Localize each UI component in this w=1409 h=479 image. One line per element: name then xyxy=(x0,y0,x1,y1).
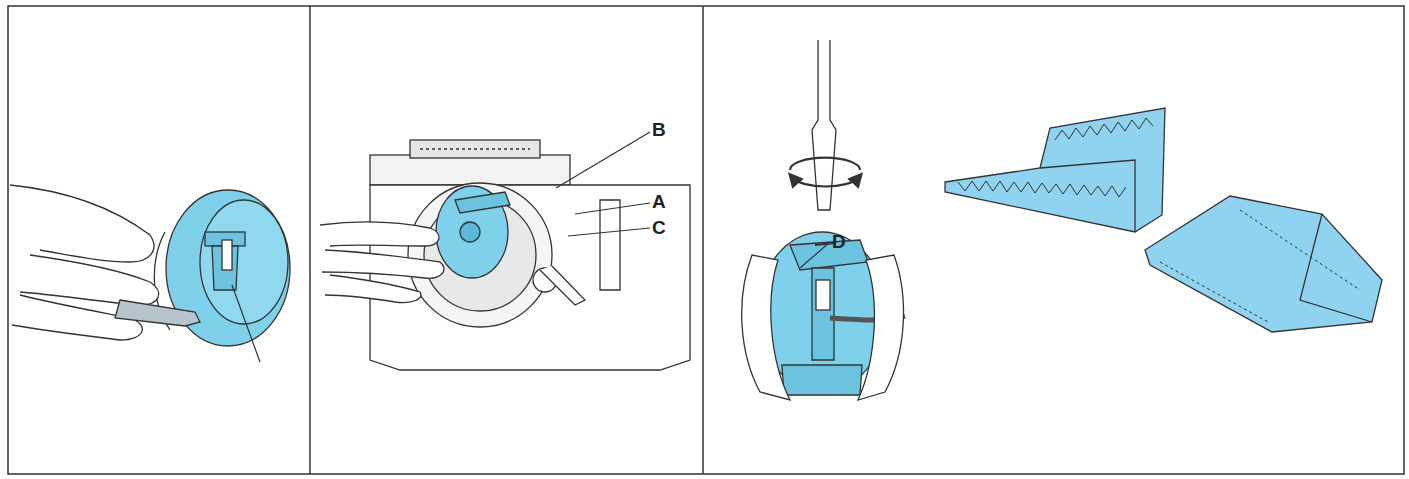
callout-letter: D xyxy=(832,232,846,251)
panel-one-drawing xyxy=(10,185,290,362)
callout-letter: A xyxy=(652,192,666,211)
callout-letter: B xyxy=(652,120,666,139)
panel-frames xyxy=(8,6,1404,474)
panel-three-drawing xyxy=(742,40,1382,400)
panel-two-drawing xyxy=(320,132,690,370)
callout-letter: C xyxy=(652,218,666,237)
